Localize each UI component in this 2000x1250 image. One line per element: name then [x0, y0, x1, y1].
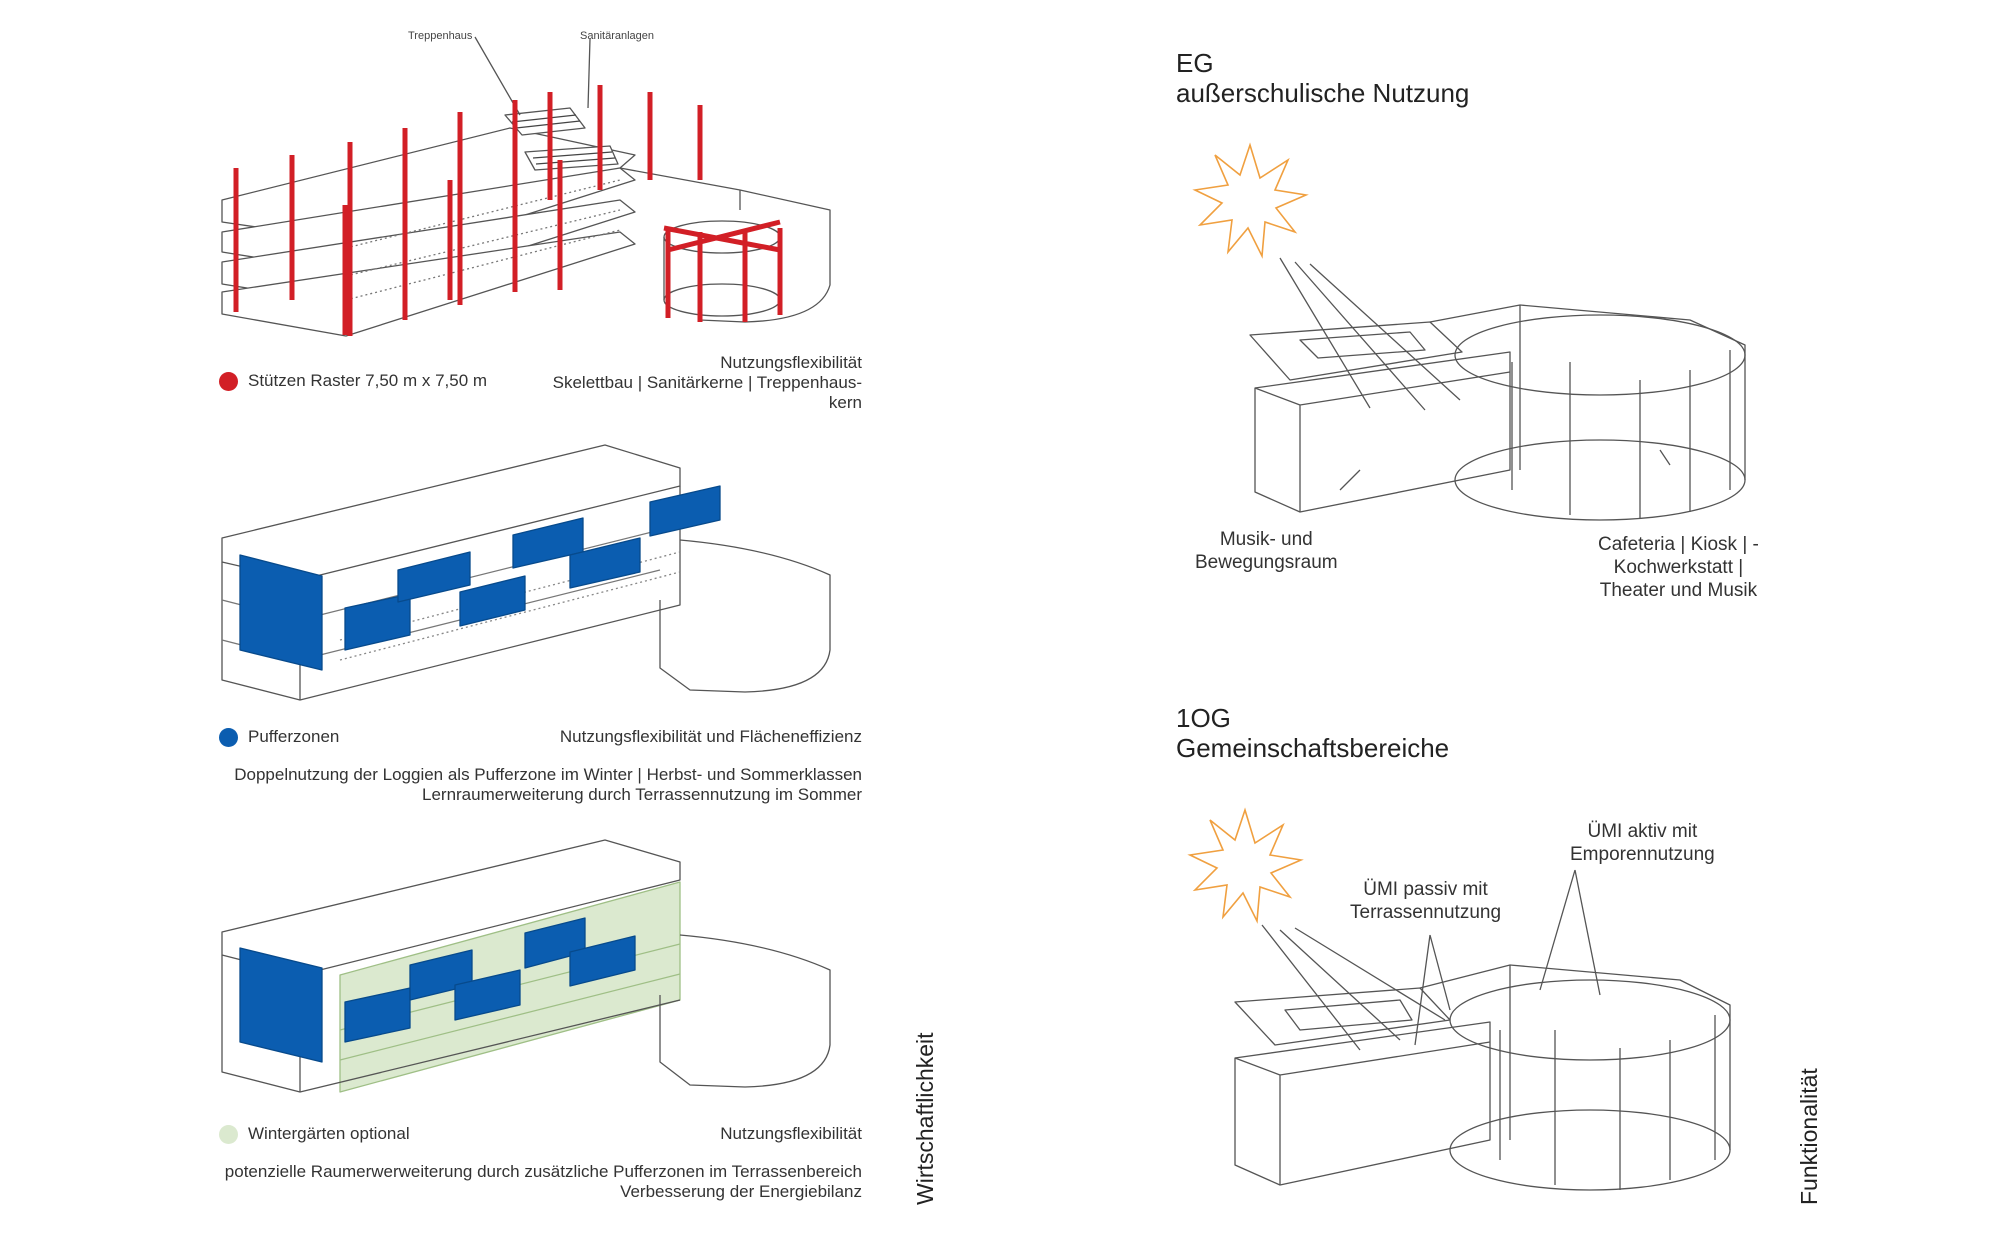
diagram3-desc-line: Verbesserung der Energiebilanz	[620, 1182, 862, 1201]
og-label-line: Emporennutzung	[1570, 844, 1715, 865]
diagram3-description: potenzielle Raumerwerweiterung durch zus…	[225, 1162, 862, 1202]
diagram1-right-line: Nutzungsflexibilität	[720, 353, 862, 372]
og-heading-line2: Gemeinschaftsbereiche	[1176, 733, 1450, 763]
legend-dot-columns	[219, 372, 238, 391]
sun-icon-og	[1187, 807, 1304, 924]
og-label-umi-aktiv: ÜMI aktiv mit Emporennutzung	[1570, 820, 1715, 866]
legend-dot-wintergarden	[219, 1125, 238, 1144]
diagram1-right-line: Skelettbau | Sanitärkerne | Treppenhaus-	[552, 373, 862, 392]
diagram2-description: Doppelnutzung der Loggien als Pufferzone…	[234, 765, 862, 805]
eg-label-line: Bewegungsraum	[1195, 552, 1338, 573]
sun-icon-eg	[1192, 142, 1309, 259]
legend-label-wintergarden: Wintergärten optional	[248, 1124, 410, 1143]
eg-label-cafeteria: Cafeteria | Kiosk | - Kochwerkstatt | Th…	[1598, 533, 1759, 602]
diagram2-desc-line: Lernraumerweiterung durch Terrassennutzu…	[422, 785, 862, 804]
diagram3-desc-line: potenzielle Raumerwerweiterung durch zus…	[224, 1162, 862, 1181]
diagram1-right-text: Nutzungsflexibilität Skelettbau | Sanitä…	[553, 353, 862, 413]
og-label-line: ÜMI passiv mit	[1363, 879, 1488, 900]
diagram2-desc-line: Doppelnutzung der Loggien als Pufferzone…	[234, 765, 862, 784]
legend-label-columns: Stützen Raster 7,50 m x 7,50 m	[248, 371, 488, 390]
og-heading: 1OG Gemeinschaftsbereiche	[1176, 703, 1449, 763]
buffer-zone-marks-2	[239, 917, 636, 1063]
og-label-line: Terrassennutzung	[1350, 902, 1502, 923]
og-label-line: ÜMI aktiv mit	[1587, 821, 1698, 842]
eg-label-line: Kochwerkstatt |	[1613, 557, 1744, 578]
eg-diagram	[1249, 257, 1746, 521]
eg-heading-line2: außerschulische Nutzung	[1176, 78, 1470, 108]
diagram3-right-title: Nutzungsflexibilität	[720, 1124, 862, 1143]
diagram2-right-title: Nutzungsflexibilität und Flächeneffizien…	[559, 727, 862, 746]
eg-label-music-room: Musik- und Bewegungsraum	[1195, 528, 1338, 574]
label-treppenhaus: Treppenhaus	[408, 30, 473, 42]
eg-label-line: Musik- und	[1219, 529, 1313, 550]
label-sanitaeranlagen: Sanitäranlagen	[580, 30, 655, 42]
column-grid-marks	[233, 85, 783, 336]
vertical-title-funktionalitaet: Funktionalität	[1796, 1068, 1822, 1205]
legend-dot-buffer	[219, 728, 238, 747]
og-heading-line1: 1OG	[1176, 703, 1231, 733]
og-diagram	[1234, 869, 1731, 1191]
og-label-umi-passiv: ÜMI passiv mit Terrassennutzung	[1350, 878, 1501, 924]
eg-label-line: Cafeteria | Kiosk | -	[1598, 534, 1759, 555]
eg-heading: EG außerschulische Nutzung	[1176, 48, 1469, 108]
legend-label-buffer: Pufferzonen	[248, 727, 340, 746]
eg-label-line: Theater und Musik	[1599, 580, 1758, 601]
vertical-title-wirtschaftlichkeit: Wirtschaftlichkeit	[912, 1032, 938, 1205]
buffer-zone-marks	[239, 485, 721, 671]
skeleton-building-diagram	[221, 36, 831, 337]
eg-heading-line1: EG	[1176, 48, 1214, 78]
diagram1-right-line: kern	[828, 393, 862, 412]
